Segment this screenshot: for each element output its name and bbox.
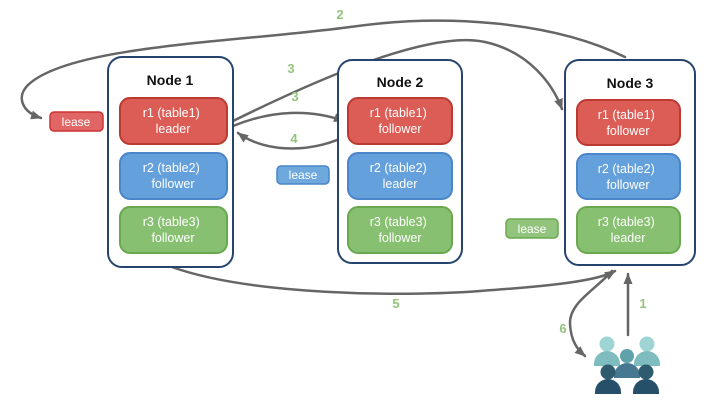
user-head-center xyxy=(620,349,634,363)
step-label-2: 2 xyxy=(336,7,343,22)
replica-box xyxy=(119,206,228,254)
replica-role: follower xyxy=(378,122,421,136)
node-1-replica-r1: r1 (table1) leader xyxy=(119,97,228,145)
arrows xyxy=(20,19,633,358)
step-label-4: 4 xyxy=(290,131,298,146)
node-1: Node 1 r1 (table1) leader r2 (table2) fo… xyxy=(107,56,234,268)
lease-text: lease xyxy=(62,115,91,129)
lease-label-red: lease xyxy=(49,111,104,132)
replica-name: r2 (table2) xyxy=(370,161,427,175)
replica-name: r1 (table1) xyxy=(370,106,427,120)
node-1-title: Node 1 xyxy=(147,72,194,88)
replica-role: follower xyxy=(378,231,421,245)
replica-label: r3 (table3) leader xyxy=(598,215,658,245)
replica-box xyxy=(576,99,681,146)
replica-label: r2 (table2) follower xyxy=(143,161,203,191)
arrow-step5-node1-to-node3 xyxy=(170,265,617,296)
lease-box xyxy=(49,111,104,132)
replica-box xyxy=(576,153,681,200)
replica-label: r3 (table3) follower xyxy=(143,215,203,245)
replica-role: follower xyxy=(151,231,194,245)
step-label-1: 1 xyxy=(639,296,646,311)
replica-box xyxy=(347,97,453,145)
lease-text: lease xyxy=(289,168,318,182)
node-1-replica-r3: r3 (table3) follower xyxy=(119,206,228,254)
replica-role: leader xyxy=(156,122,191,136)
user-head-back-right xyxy=(639,336,655,352)
step-label-6: 6 xyxy=(559,321,566,336)
user-body-front-right xyxy=(633,379,659,394)
replica-label: r2 (table2) leader xyxy=(370,161,430,191)
node-2-replica-r1: r1 (table1) follower xyxy=(347,97,453,145)
replica-box xyxy=(119,97,228,145)
user-head-front-left xyxy=(600,364,616,380)
replica-role: leader xyxy=(383,177,418,191)
node-2: Node 2 r1 (table1) follower r2 (table2) … xyxy=(337,59,463,264)
step-label-3b: 3 xyxy=(291,89,298,104)
replica-label: r1 (table1) leader xyxy=(143,106,203,136)
replica-name: r2 (table2) xyxy=(143,161,200,175)
replica-box xyxy=(119,152,228,200)
replica-name: r3 (table3) xyxy=(598,215,655,229)
replica-box xyxy=(576,206,681,254)
node-2-replica-r3: r3 (table3) follower xyxy=(347,206,453,254)
step-labels: 2 3 3 4 5 1 6 xyxy=(287,7,646,336)
node-1-replica-r2: r2 (table2) follower xyxy=(119,152,228,200)
node-3-title: Node 3 xyxy=(607,75,654,91)
lease-label-green: lease xyxy=(505,218,559,239)
replica-name: r1 (table1) xyxy=(143,106,200,120)
node-2-title: Node 2 xyxy=(377,74,424,90)
replica-name: r3 (table3) xyxy=(143,215,200,229)
lease-label-blue: lease xyxy=(276,165,330,185)
lease-box xyxy=(505,218,559,239)
replica-box xyxy=(347,206,453,254)
user-body-back-right xyxy=(634,351,660,366)
arrow-step6-node3-to-users xyxy=(568,269,614,358)
replica-role: follower xyxy=(606,124,649,138)
lease-box xyxy=(276,165,330,185)
replica-role: follower xyxy=(606,178,649,192)
replica-label: r1 (table1) follower xyxy=(370,106,430,136)
replica-role: follower xyxy=(151,177,194,191)
arrow-step3-node1-to-node2 xyxy=(231,111,346,128)
user-body-front-left xyxy=(595,379,621,394)
replica-name: r3 (table3) xyxy=(370,215,427,229)
node-3-replica-r3: r3 (table3) leader xyxy=(576,206,681,254)
user-body-back-left xyxy=(594,351,620,366)
step-label-3a: 3 xyxy=(287,61,294,76)
replica-label: r3 (table3) follower xyxy=(370,215,430,245)
user-body-center xyxy=(614,363,640,378)
step-label-5: 5 xyxy=(392,296,399,311)
node-3-replica-r1: r1 (table1) follower xyxy=(576,99,681,146)
arrow-step3-node1-to-node3 xyxy=(229,38,564,124)
node-2-replica-r2: r2 (table2) leader xyxy=(347,152,453,200)
node-3-replica-r2: r2 (table2) follower xyxy=(576,153,681,200)
node-3: Node 3 r1 (table1) follower r2 (table2) … xyxy=(564,59,696,266)
replica-box xyxy=(347,152,453,200)
lease-text: lease xyxy=(518,222,547,236)
replica-name: r2 (table2) xyxy=(598,162,655,176)
arrow-step2-node3-to-lease1 xyxy=(20,19,627,120)
replica-label: r2 (table2) follower xyxy=(598,162,658,192)
replica-label: r1 (table1) follower xyxy=(598,108,658,138)
replica-name: r1 (table1) xyxy=(598,108,655,122)
user-head-front-right xyxy=(638,364,654,380)
users-group-icon xyxy=(594,336,660,394)
user-head-back-left xyxy=(599,336,615,352)
replica-role: leader xyxy=(611,231,646,245)
